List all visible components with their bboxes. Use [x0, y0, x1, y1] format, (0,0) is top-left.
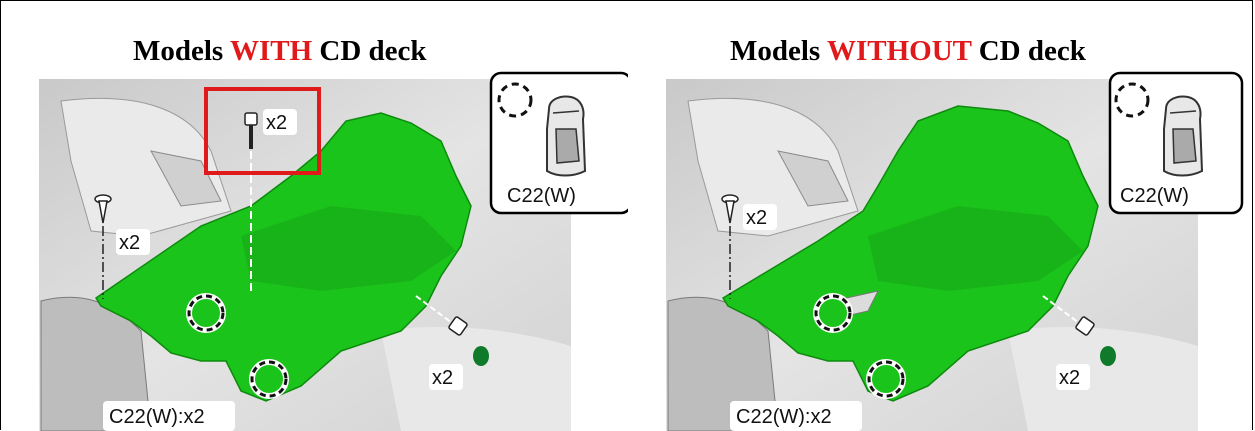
highlight-box: [204, 87, 321, 175]
qty-label: x2: [432, 367, 453, 389]
panel-without-cd-deck: x2 x2 C22(W):x2 C22(W) Models WITHOUT CD…: [628, 1, 1255, 431]
right-illustration: x2 x2 C22(W):x2 C22(W): [666, 71, 1244, 431]
bottom-label: C22(W):x2: [736, 406, 832, 428]
panel-with-cd-deck: x2 x2 x2 C22(W):x2 C22(W) Models WITH CD…: [1, 1, 628, 431]
left-illustration: x2 x2 x2 C22(W):x2 C22(W): [39, 71, 628, 431]
dash-right-curve: [1008, 326, 1198, 431]
screw-left-icon: [721, 194, 739, 299]
green-part-shading: [868, 206, 1083, 291]
qty-label: x2: [1059, 367, 1080, 389]
callout-label: C22(W): [507, 185, 576, 207]
dash-bracket: [777, 150, 849, 207]
dash-right-curve: [381, 326, 571, 431]
clip-icon: [546, 95, 587, 177]
bolt-right-icon: [415, 295, 489, 366]
panel-title: Models WITH CD deck: [133, 35, 427, 67]
qty-label: x2: [266, 112, 287, 134]
clip-callout: C22(W): [489, 71, 628, 215]
clip-callout: C22(W): [1108, 71, 1244, 215]
callout-label: C22(W): [1120, 185, 1189, 207]
bottom-label: C22(W):x2: [109, 406, 205, 428]
green-part-shading: [241, 206, 456, 291]
panel-title: Models WITHOUT CD deck: [730, 35, 1086, 67]
clip-icon: [1163, 95, 1204, 177]
dash-bracket: [150, 150, 222, 207]
screw-left-icon: [94, 194, 112, 299]
bolt-right-icon: [1042, 295, 1116, 366]
qty-label: x2: [746, 207, 767, 229]
bolt-top-icon: [244, 112, 258, 291]
qty-label: x2: [119, 232, 140, 254]
